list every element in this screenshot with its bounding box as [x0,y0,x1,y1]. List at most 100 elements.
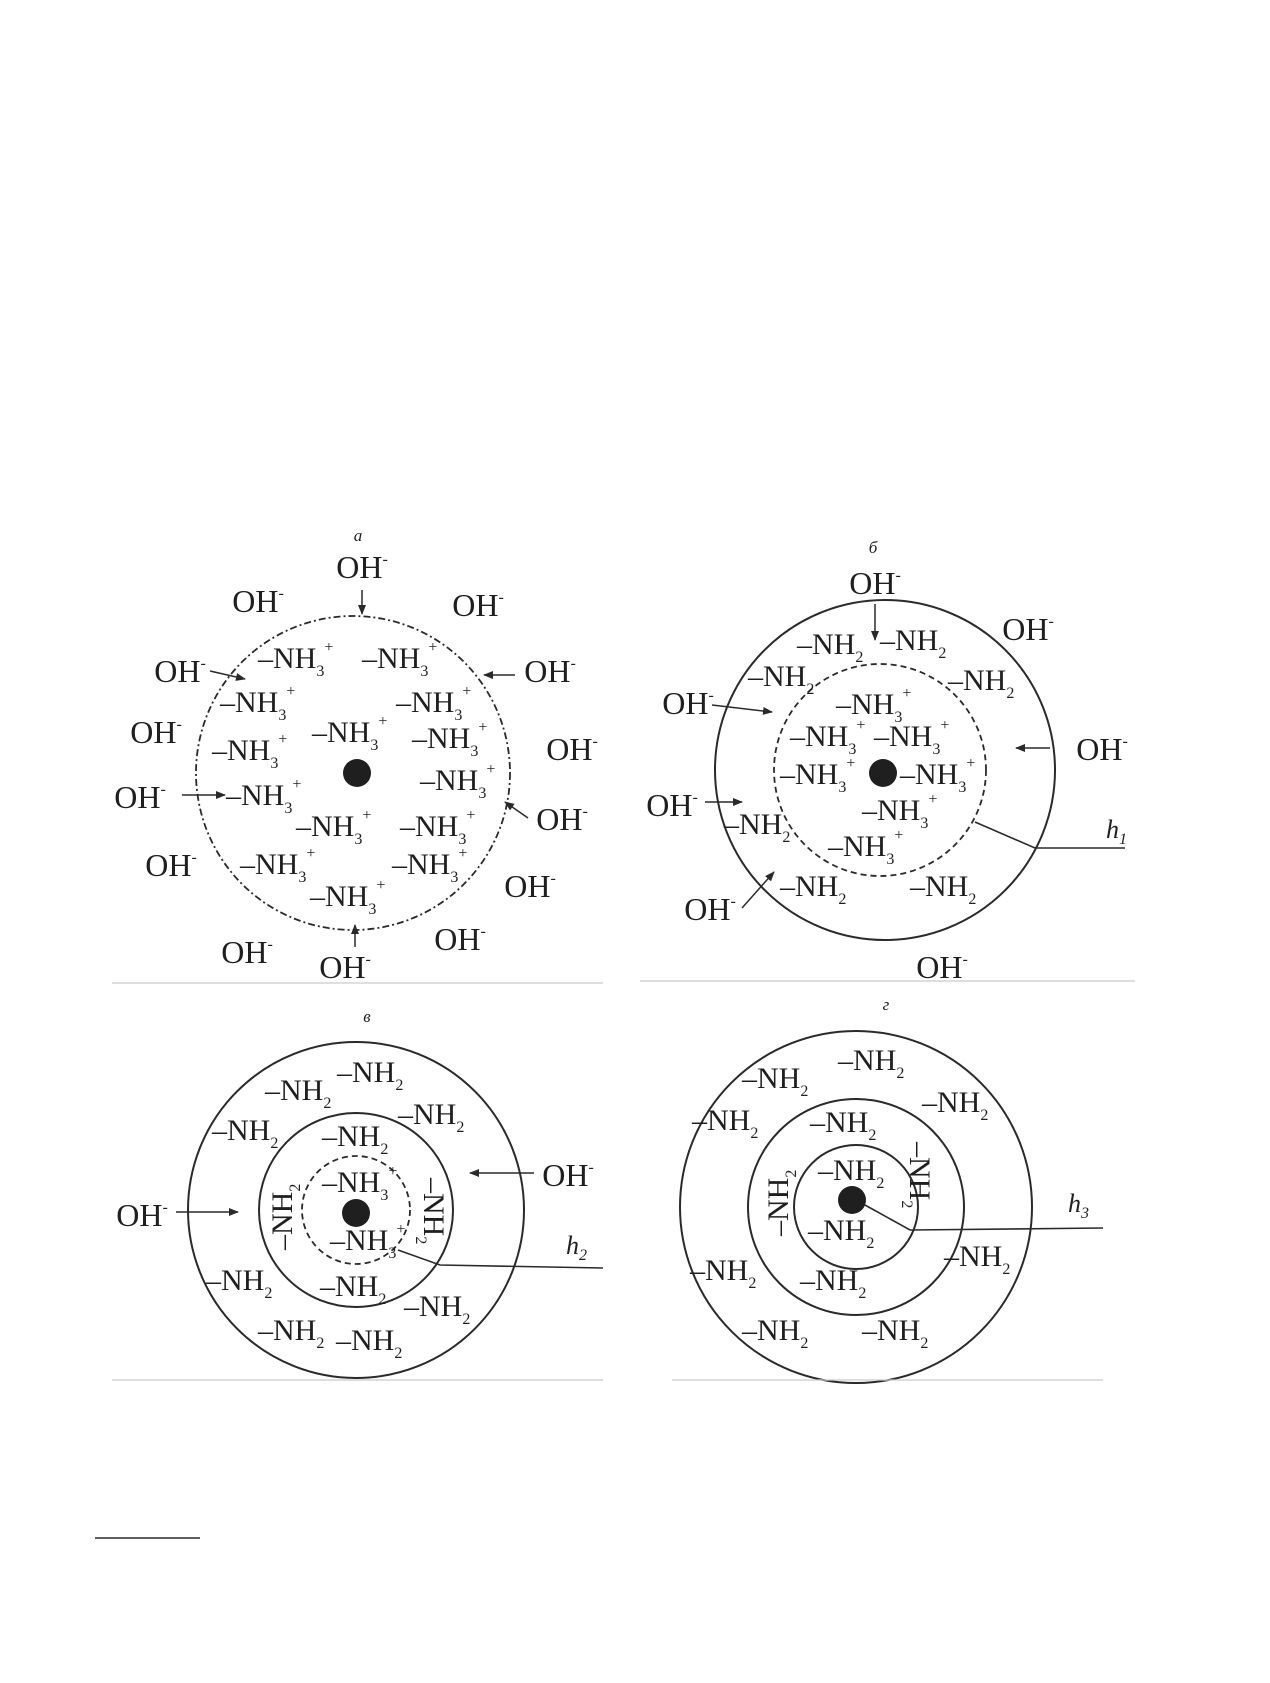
ammonium-group: –NH3+ [257,639,333,680]
panel-v-nucleus [342,1199,370,1227]
amino-group-vertical: –NH2 [762,1170,800,1237]
hydroxide-ion: OH- [662,685,714,721]
hydroxide-ion: OH- [434,921,486,957]
ammonium-group: –NH3+ [827,827,903,868]
panel-a: а OH- OH- OH- OH- OH- OH- OH- OH- OH- OH… [112,526,603,985]
panel-v-dashed-core-boundary [301,1155,411,1265]
panel-b-h1-leader [974,821,1125,849]
ammonium-group: –NH3+ [399,807,475,848]
amino-group: –NH2 [691,1104,758,1142]
amino-group: –NH2 [335,1324,402,1362]
ammonium-group: –NH3+ [329,1221,405,1262]
ammonium-group: –NH3+ [873,717,949,758]
panel-a-amino-groups: –NH3+ –NH3+ –NH3+ –NH3+ –NH3+ –NH3+ –NH3… [211,639,495,918]
amino-group: –NH2 [689,1254,756,1292]
panel-b-label: б [869,538,878,557]
ammonium-group: –NH3+ [239,845,315,886]
amino-group: –NH2 [397,1098,464,1136]
panel-v-arrows [176,1169,534,1216]
hydroxide-ion: OH- [221,934,273,970]
amino-group: –NH2 [861,1314,928,1352]
amino-group: –NH2 [817,1154,884,1192]
ammonium-group: –NH3+ [835,685,911,726]
amino-group: –NH2 [319,1270,386,1308]
panel-g-amino-groups: –NH2 –NH2 –NH2 –NH2 –NH2 –NH2 –NH2 –NH2 … [689,1044,1010,1352]
amino-group: –NH2 [779,870,846,908]
hydroxide-ion: OH- [114,779,166,815]
amino-group: –NH2 [403,1290,470,1328]
ammonium-group: –NH3+ [861,791,937,832]
panel-g-middle-shell [747,1098,965,1316]
hydroxide-ion: OH- [524,653,576,689]
hydroxide-ion: OH- [154,653,206,689]
ammonium-group: –NH3+ [411,719,487,760]
ammonium-group: –NH3+ [311,713,387,754]
hydroxide-ion: OH- [646,787,698,823]
h3-label: h3 [1068,1189,1089,1222]
panel-a-hydroxide-ions: OH- OH- OH- OH- OH- OH- OH- OH- OH- OH- … [114,549,598,985]
amino-group: –NH2 [943,1240,1010,1278]
ammonium-group: –NH3+ [899,755,975,796]
amino-group: –NH2 [723,808,790,846]
hydroxide-ion: OH- [504,868,556,904]
panel-g-nucleus [838,1186,866,1214]
amino-group: –NH2 [741,1314,808,1352]
amino-group: –NH2 [799,1264,866,1302]
hydroxide-ion: OH- [452,587,504,623]
ammonium-group: –NH3+ [779,755,855,796]
hydroxide-ion: OH- [542,1157,594,1193]
ammonium-group: –NH3+ [789,717,865,758]
hydroxide-ion: OH- [916,949,968,985]
amino-group: –NH2 [879,624,946,662]
panel-b-amino-groups: –NH2 –NH2 –NH2 –NH2 –NH2 –NH2 –NH2 –NH3+… [723,624,1014,908]
panel-a-label: а [354,526,363,545]
panel-v-hydroxide-ions: OH- OH- [116,1157,594,1233]
ammonium-group: –NH3+ [295,807,371,848]
hydroxide-ion: OH- [1002,611,1054,647]
panel-v-amino-groups: –NH2 –NH2 –NH2 –NH2 –NH2 –NH2 –NH2 –NH2 … [205,1056,470,1362]
ammonium-group: –NH3+ [309,877,385,918]
hydroxide-ion: OH- [319,949,371,985]
amino-group: –NH2 [796,628,863,666]
panel-v: в h2 OH- OH- –NH2 –NH2 –NH2 –NH2 –NH2 –N… [112,1007,604,1381]
hydroxide-ion: OH- [336,549,388,585]
panel-a-arrows [182,590,529,947]
panel-g-inner-shell [793,1144,919,1270]
hydroxide-ion: OH- [1076,731,1128,767]
hydroxide-ion: OH- [116,1197,168,1233]
panel-b: б h1 OH- OH- OH- OH- OH- OH- OH- –NH2 –N… [640,538,1135,985]
ammonium-group: –NH3+ [361,639,437,680]
hydroxide-ion: OH- [232,583,284,619]
amino-group: –NH2 [741,1062,808,1100]
panel-v-middle-shell [258,1112,454,1308]
ammonium-group: –NH3+ [391,845,467,886]
amino-group-vertical: –NH2 [412,1177,450,1244]
panel-b-nucleus [869,759,897,787]
amino-group: –NH2 [211,1114,278,1152]
panel-g-h3-leader [864,1204,1104,1231]
amino-group: –NH2 [921,1086,988,1124]
hydroxide-ion: OH- [546,731,598,767]
ammonium-group: –NH3+ [395,683,471,724]
hydroxide-ion: OH- [145,847,197,883]
amino-group: –NH2 [807,1214,874,1252]
ammonium-group: –NH3+ [211,731,287,772]
amino-group: –NH2 [205,1264,272,1302]
panel-g: г h3 –NH2 –NH2 –NH2 –NH2 –NH2 –NH2 –NH2 … [672,995,1104,1384]
ammonium-group: –NH3+ [219,683,295,724]
panel-b-outer-shell [714,599,1056,941]
amino-group: –NH2 [837,1044,904,1082]
panel-v-label: в [363,1007,371,1026]
amino-group: –NH2 [336,1056,403,1094]
panel-g-outer-shell [679,1030,1033,1384]
h1-label: h1 [1106,815,1127,848]
hydroxide-ion: OH- [130,714,182,750]
amino-group-vertical: –NH2 [898,1141,936,1208]
panel-b-arrows [705,604,1050,909]
hydroxide-ion: OH- [536,801,588,837]
panel-v-outer-shell [187,1041,525,1379]
panel-b-dashed-core-boundary [773,663,987,877]
amino-group: –NH2 [264,1074,331,1112]
panel-b-hydroxide-ions: OH- OH- OH- OH- OH- OH- OH- [646,565,1128,985]
amino-group: –NH2 [257,1314,324,1352]
